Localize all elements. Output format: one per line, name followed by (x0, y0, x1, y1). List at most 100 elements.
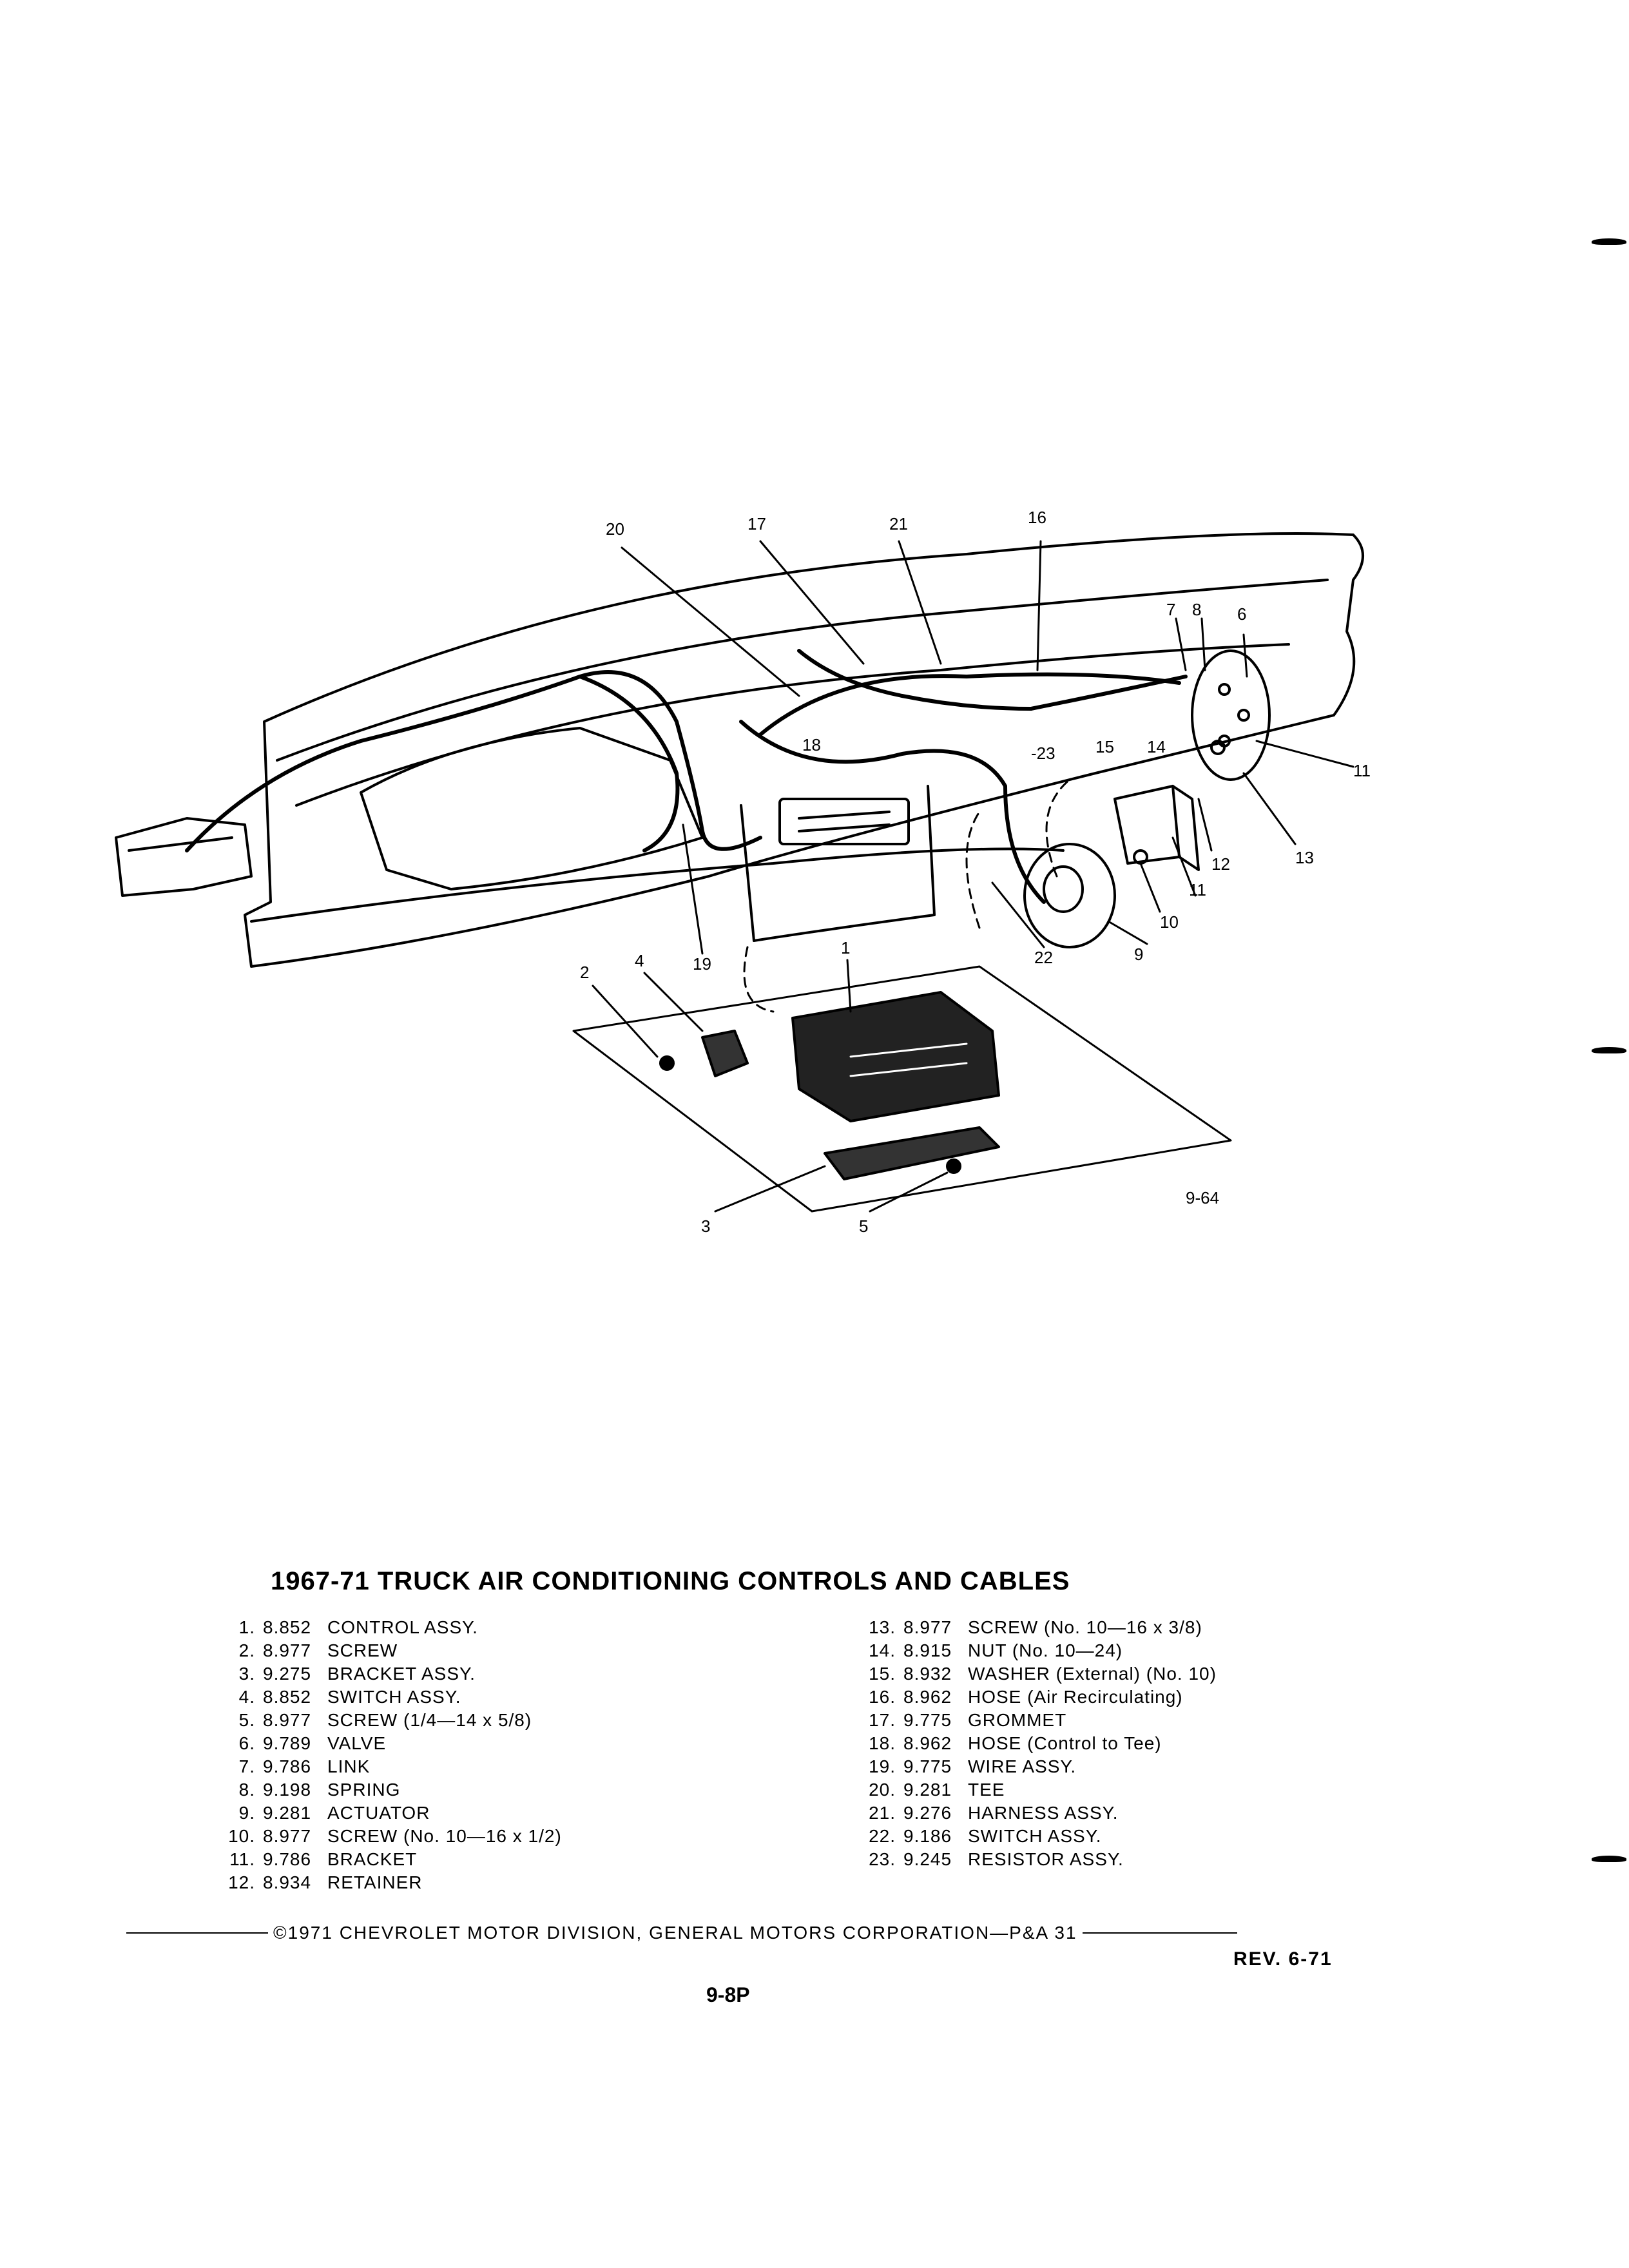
edge-mark-2 (1592, 1047, 1626, 1053)
part-number-index: 9. (238, 1803, 255, 1823)
part-number-index: 17. (869, 1710, 896, 1730)
part-code: 9.786 (263, 1849, 312, 1869)
wire-harness (185, 670, 762, 852)
callout-5: 5 (859, 1216, 868, 1236)
part-number-index: 2. (238, 1640, 255, 1660)
part-number-index: 6. (238, 1733, 255, 1753)
part-name: VALVE (327, 1733, 387, 1753)
part-name: HOSE (Control to Tee) (968, 1733, 1162, 1753)
edge-mark-3 (1592, 1856, 1626, 1862)
revision-label: REV. 6-71 (1233, 1948, 1333, 1970)
part-number-index: 12. (228, 1872, 255, 1892)
callout-12: 12 (1211, 854, 1230, 874)
parts-list-item: 8. 9.198 SPRING (191, 1780, 562, 1803)
part-code: 9.276 (903, 1803, 952, 1823)
parts-list-item: 2. 8.977 SCREW (191, 1640, 562, 1664)
copyright-line: ©1971 CHEVROLET MOTOR DIVISION, GENERAL … (126, 1923, 1237, 1943)
part-code: 8.977 (263, 1710, 312, 1730)
part-number-index: 14. (869, 1640, 896, 1660)
control-assy (791, 991, 1000, 1122)
part-name: SWITCH ASSY. (968, 1826, 1102, 1846)
part-code: 9.786 (263, 1756, 312, 1776)
valve-body (1191, 649, 1271, 781)
part-number-index: 22. (869, 1826, 896, 1846)
part-number-index: 15. (869, 1664, 896, 1684)
part-name: SCREW (No. 10—16 x 3/8) (968, 1617, 1202, 1637)
parts-list-item: 7. 9.786 LINK (191, 1756, 562, 1780)
part-name: SCREW (No. 10—16 x 1/2) (327, 1826, 562, 1846)
callout-2: 2 (580, 963, 589, 982)
part-code: 8.977 (263, 1640, 312, 1660)
part-name: HOSE (Air Recirculating) (968, 1687, 1183, 1707)
callout-3: 3 (701, 1216, 710, 1236)
part-name: WIRE ASSY. (968, 1756, 1077, 1776)
part-number-index: 5. (238, 1710, 255, 1730)
part-number-index: 21. (869, 1803, 896, 1823)
callout-20: 20 (606, 519, 624, 539)
callout-6: 6 (1237, 604, 1246, 624)
part-number-index: 10. (228, 1826, 255, 1846)
callout-14: 14 (1147, 737, 1166, 756)
part-code: 9.245 (903, 1849, 952, 1869)
part-code: 8.962 (903, 1687, 952, 1707)
bracket-plate (1113, 785, 1181, 865)
part-code: 8.915 (903, 1640, 952, 1660)
part-number-index: 23. (869, 1849, 896, 1869)
part-name: SWITCH ASSY. (327, 1687, 461, 1707)
parts-list-item: 22. 9.186 SWITCH ASSY. (831, 1826, 1217, 1849)
dash-control-panel (778, 798, 910, 845)
part-name: LINK (327, 1756, 371, 1776)
part-code: 8.977 (903, 1617, 952, 1637)
parts-list-item: 4. 8.852 SWITCH ASSY. (191, 1687, 562, 1710)
part-name: HARNESS ASSY. (968, 1803, 1119, 1823)
part-code: 9.775 (903, 1756, 952, 1776)
part-code: 9.789 (263, 1733, 312, 1753)
callout-13: 13 (1295, 848, 1314, 867)
page-title: 1967-71 TRUCK AIR CONDITIONING CONTROLS … (271, 1567, 1070, 1595)
callout-18: 18 (802, 735, 821, 754)
exploded-view-plane (572, 965, 1232, 1213)
part-number-index: 8. (238, 1780, 255, 1800)
part-name: WASHER (External) (No. 10) (968, 1664, 1217, 1684)
callout-19: 19 (693, 954, 711, 974)
bracket-assy (824, 1126, 1000, 1180)
part-code: 9.186 (903, 1826, 952, 1846)
part-code: 9.281 (903, 1780, 952, 1800)
part-number-index: 11. (229, 1849, 255, 1869)
callout-1: 1 (841, 938, 850, 957)
parts-list-item: 10. 8.977 SCREW (No. 10—16 x 1/2) (191, 1826, 562, 1849)
callout-11b: 11 (1189, 880, 1206, 899)
switch-assy (701, 1030, 749, 1077)
parts-list-item: 21. 9.276 HARNESS ASSY. (831, 1803, 1217, 1826)
part-number-index: 4. (238, 1687, 255, 1707)
part-name: SCREW (327, 1640, 398, 1660)
part-name: SPRING (327, 1780, 401, 1800)
part-code: 8.934 (263, 1872, 312, 1892)
parts-list-item: 6. 9.789 VALVE (191, 1733, 562, 1756)
callout-8: 8 (1192, 600, 1201, 619)
footer-rule-right (1082, 1932, 1237, 1934)
part-code: 9.198 (263, 1780, 312, 1800)
part-number-index: 7. (238, 1756, 255, 1776)
part-name: TEE (968, 1780, 1005, 1800)
part-code: 9.775 (903, 1710, 952, 1730)
callout-21: 21 (889, 514, 908, 533)
part-name: RETAINER (327, 1872, 423, 1892)
part-code: 8.852 (263, 1687, 312, 1707)
callout-16: 16 (1028, 508, 1046, 527)
part-code: 8.962 (903, 1733, 952, 1753)
footer-rule-left (126, 1932, 268, 1934)
part-code: 8.977 (263, 1826, 312, 1846)
left-vent-outline (115, 817, 253, 897)
part-name: BRACKET ASSY. (327, 1664, 476, 1684)
part-code: 9.275 (263, 1664, 312, 1684)
part-number-index: 20. (869, 1780, 896, 1800)
callout-17: 17 (747, 514, 766, 533)
